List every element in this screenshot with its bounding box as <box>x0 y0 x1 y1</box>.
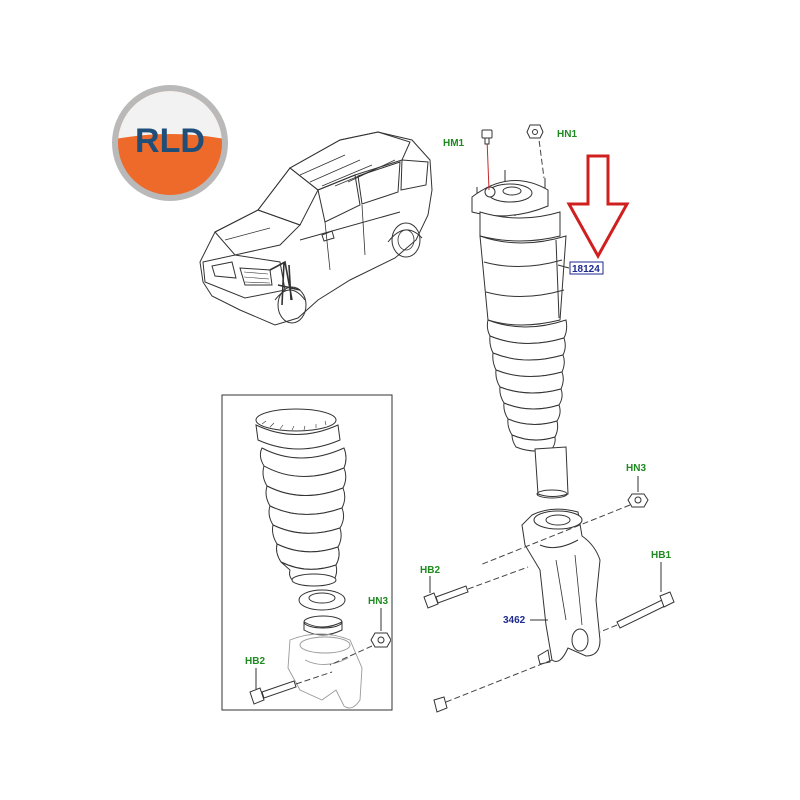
hb2-bolt-icon <box>423 585 469 609</box>
knuckle-partial <box>287 633 363 709</box>
spring-seat <box>298 589 346 636</box>
callout-hn1: HN1 <box>557 129 577 140</box>
callout-hb1: HB1 <box>651 550 671 561</box>
air-strut-assembly <box>471 170 569 499</box>
part-number-box <box>569 261 604 275</box>
inset-panel <box>221 394 393 711</box>
dust-boot <box>255 408 347 587</box>
hm1-bolt-icon <box>481 129 493 145</box>
steering-knuckle <box>521 508 601 665</box>
rld-logo: RLD <box>112 85 228 201</box>
hn3-inset-nut-icon <box>370 632 391 648</box>
callout-part-18124: 18124 <box>572 264 600 275</box>
callout-hm1: HM1 <box>443 138 465 149</box>
hb1-bolt-icon <box>616 591 675 629</box>
hb2-inset-bolt-icon <box>249 680 297 705</box>
callout-part-3462: 3462 <box>503 615 526 626</box>
vehicle-illustration <box>199 131 433 326</box>
callout-hn3: HN3 <box>626 463 646 474</box>
callout-hb2: HB2 <box>420 565 440 576</box>
callout-hb2-inset: HB2 <box>245 656 265 667</box>
down-arrow-outline-icon <box>566 154 630 260</box>
logo-text: RLD <box>135 122 205 160</box>
lower-bolt-icon <box>433 696 448 713</box>
callout-hn3-inset: HN3 <box>368 596 388 607</box>
strut-bellows <box>486 319 568 452</box>
hn3-nut-icon <box>627 493 649 508</box>
hn1-nut-icon <box>526 124 544 139</box>
callout-leaders <box>486 131 570 269</box>
